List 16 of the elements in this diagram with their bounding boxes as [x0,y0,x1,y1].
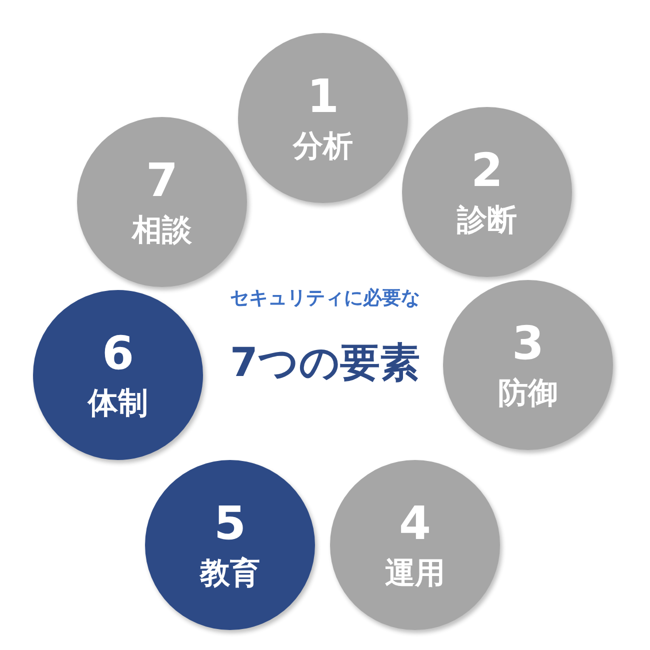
step-label: 分析 [293,128,353,166]
step-label: 防御 [498,375,558,413]
step-label: 体制 [88,385,148,423]
step-number: 5 [214,497,246,549]
step-label: 教育 [200,555,260,593]
subtitle-text: セキュリティに必要な [230,286,420,311]
step-number: 1 [306,70,339,122]
title-text: 7つの要素 [230,338,420,388]
step-label: 相談 [132,212,192,250]
step-number: 6 [102,327,134,379]
step-number: 4 [398,497,431,549]
step-number: 7 [146,154,178,206]
step-number: 2 [470,144,503,196]
step-number: 3 [512,317,544,369]
step-label: 診断 [457,202,517,240]
step-label: 運用 [385,555,445,593]
